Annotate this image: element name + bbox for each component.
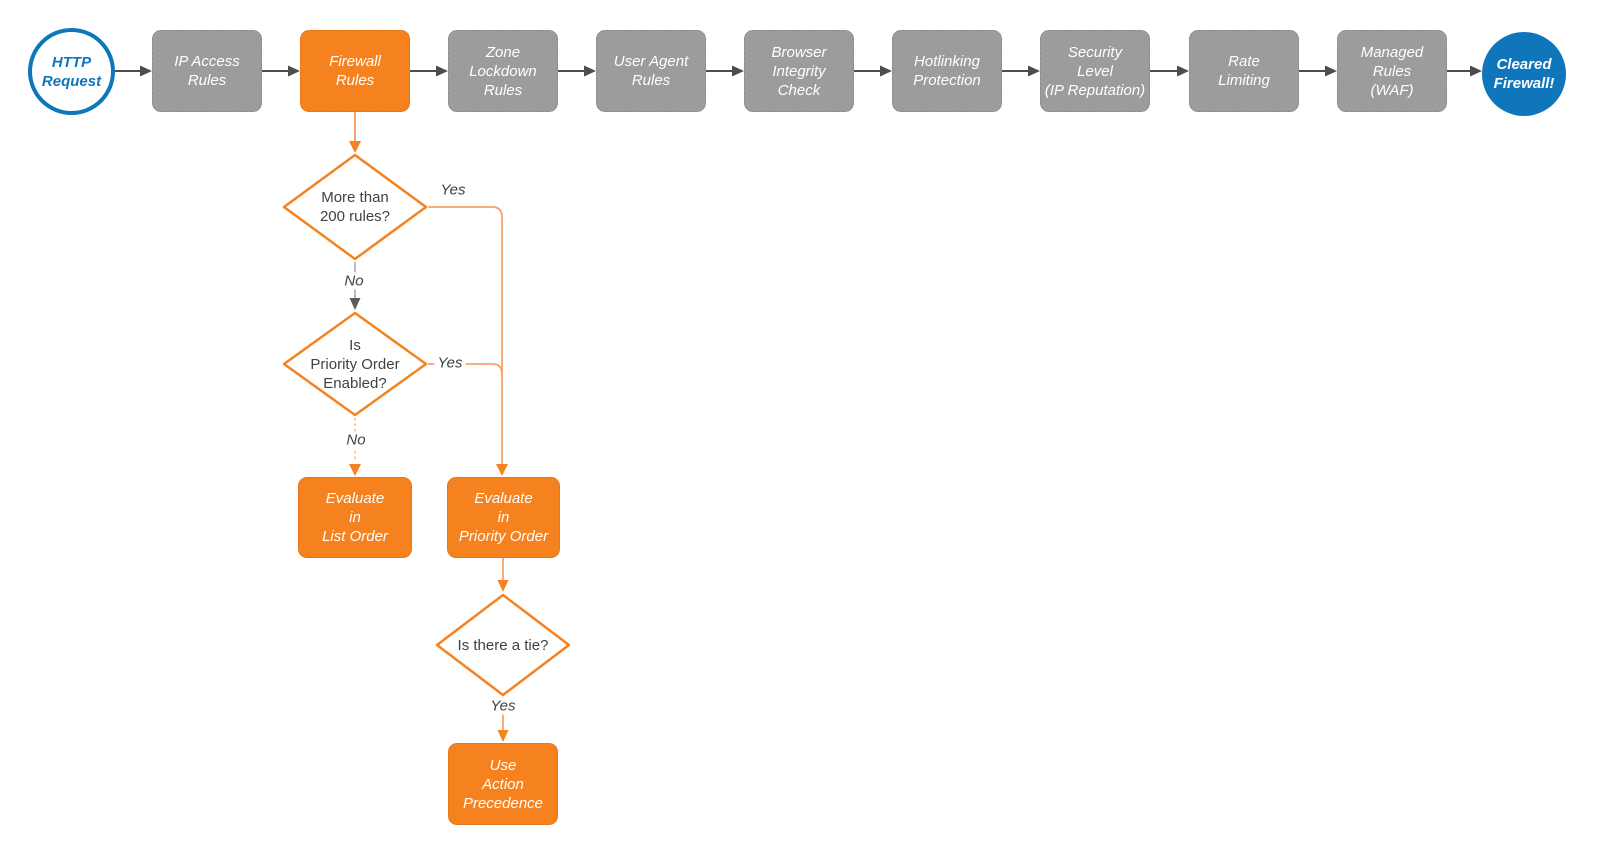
node-security-level: Security Level (IP Reputation): [1040, 30, 1150, 112]
decision-priority-order-enabled: Is Priority Order Enabled?: [282, 311, 428, 417]
node-hotlinking-protection: Hotlinking Protection: [892, 30, 1002, 112]
label-yes-3: Yes: [487, 697, 519, 715]
decision-question: Is there a tie?: [457, 636, 549, 654]
node-ip-access-rules: IP Access Rules: [152, 30, 262, 112]
diamond-shape: [435, 593, 571, 697]
node-rate-limiting: Rate Limiting: [1189, 30, 1299, 112]
node-use-action-precedence: Use Action Precedence: [448, 743, 558, 825]
arrowhead: [497, 580, 509, 592]
decision-more-than-200-rules: More than 200 rules?: [282, 153, 428, 261]
arrowhead: [349, 464, 361, 476]
edge-yes2-merge: [428, 363, 503, 375]
arrowhead: [497, 730, 509, 742]
decision-question: Is Priority Order Enabled?: [310, 336, 400, 392]
arrowhead: [349, 298, 361, 310]
arrowhead: [496, 464, 508, 476]
node-evaluate-list-order: Evaluate in List Order: [298, 477, 412, 558]
node-user-agent-rules: User Agent Rules: [596, 30, 706, 112]
diamond-shape: [282, 153, 428, 261]
node-evaluate-priority-order: Evaluate in Priority Order: [447, 477, 560, 558]
decision-is-there-a-tie: Is there a tie?: [435, 593, 571, 697]
node-zone-lockdown-rules: Zone Lockdown Rules: [448, 30, 558, 112]
pipeline-arrowheads: [140, 65, 1482, 77]
diamond-shape: [282, 311, 428, 417]
node-browser-integrity-check: Browser Integrity Check: [744, 30, 854, 112]
label-yes-1: Yes: [440, 181, 466, 199]
arrowhead: [349, 141, 361, 153]
label-no-2: No: [343, 431, 369, 449]
node-cleared-firewall: Cleared Firewall!: [1482, 32, 1566, 116]
label-yes-2: Yes: [434, 354, 466, 372]
node-managed-rules-waf: Managed Rules (WAF): [1337, 30, 1447, 112]
decision-question: More than 200 rules?: [319, 189, 391, 225]
node-http-request: HTTP Request: [28, 28, 115, 115]
node-firewall-rules: Firewall Rules: [300, 30, 410, 112]
label-no-1: No: [341, 272, 367, 290]
edge-yes1-to-priority-order: [428, 206, 503, 464]
